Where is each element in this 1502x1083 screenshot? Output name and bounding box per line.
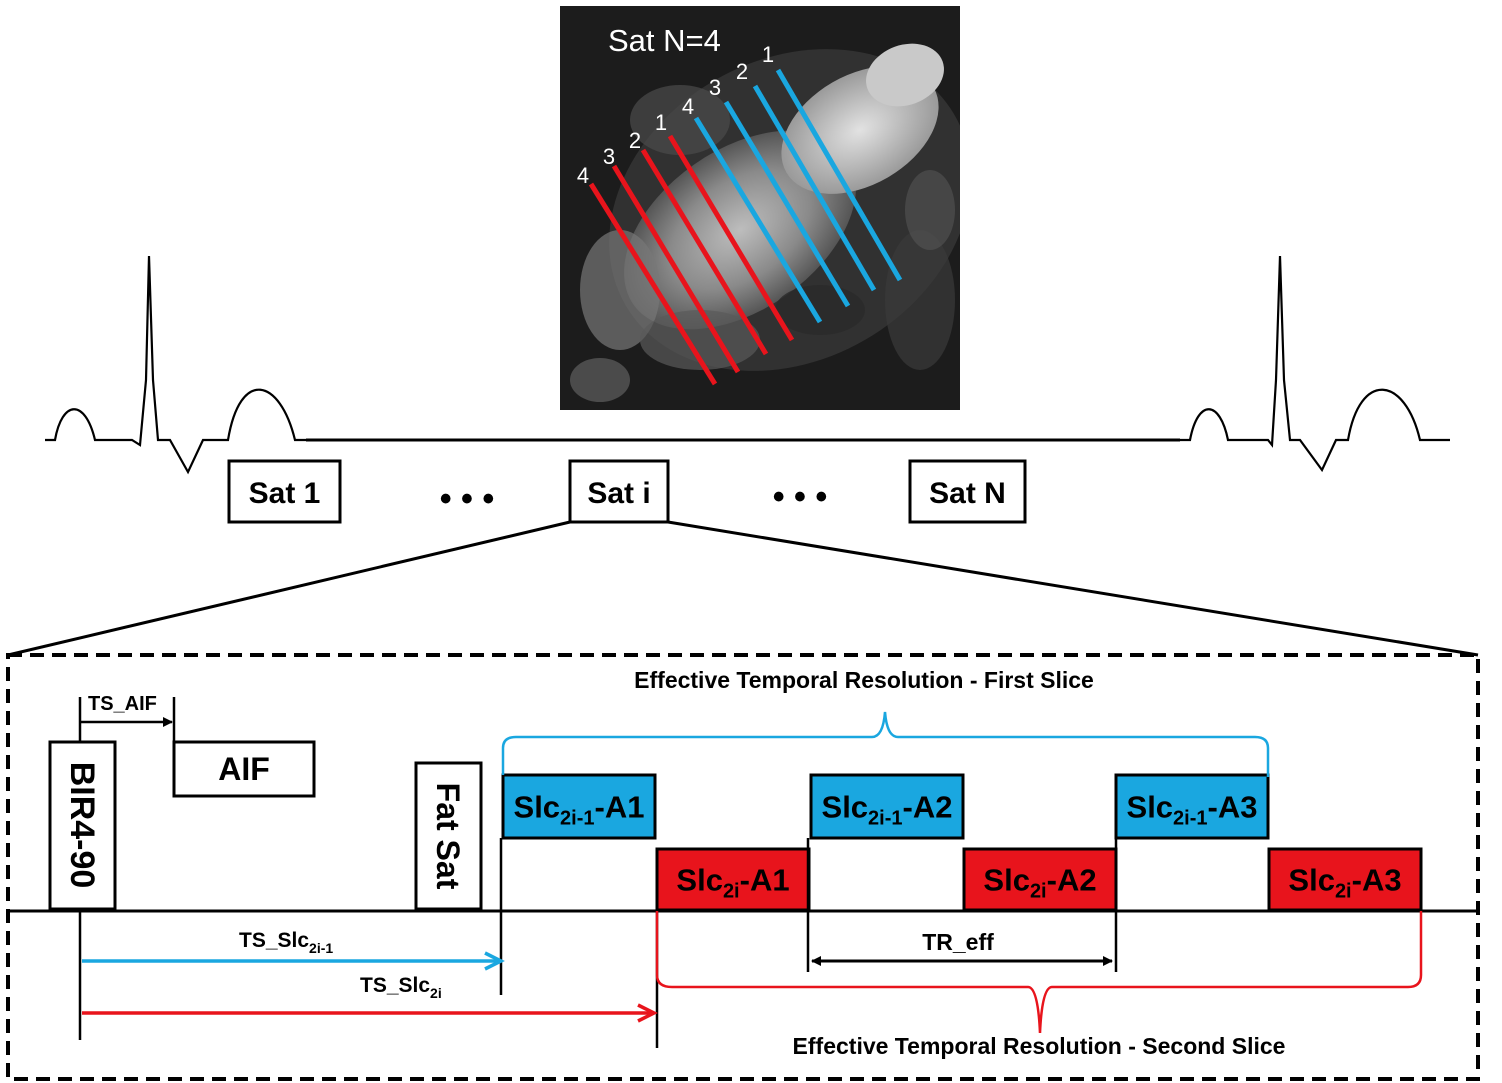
- acquisition-subscript: 2i-1: [1173, 808, 1207, 830]
- fat-sat-label: Fat Sat: [430, 783, 466, 890]
- red-slice-number: 2: [629, 128, 641, 153]
- blue-slice-line: [752, 84, 877, 292]
- bir4-90-block: BIR4-90: [48, 740, 117, 911]
- acquisition-label: Slc2i-A2: [983, 863, 1096, 903]
- ts-slc-second-subscript: 2i: [430, 985, 442, 1001]
- bir4-90-label: BIR4-90: [63, 762, 101, 889]
- ecg-left-beat: [45, 255, 306, 475]
- blue-slice-line: [775, 68, 903, 282]
- ts-slc-first-arrowhead: [484, 951, 505, 971]
- acquisition-label: Slc2i-1-A3: [1127, 790, 1258, 830]
- blue-slice-number: 1: [762, 42, 774, 67]
- red-slice-number: 4: [577, 163, 589, 188]
- blue-slice-number: 4: [682, 94, 694, 119]
- red-slice-line: [667, 134, 795, 342]
- acquisition-subscript: 2i-1: [560, 808, 594, 830]
- acquisition-label: Slc2i-1-A1: [514, 790, 645, 830]
- acquisition-suffix: -A2: [1047, 863, 1097, 898]
- acquisition-label: Slc2i-1-A2: [822, 790, 953, 830]
- ecg-trace: [45, 255, 1450, 475]
- ellipsis-left: • • •: [440, 480, 495, 518]
- ts-slc-first-label: TS_Slc2i-1: [239, 929, 333, 956]
- sat-1-label: Sat 1: [249, 477, 321, 510]
- sat-1-block: Sat 1: [227, 459, 342, 524]
- sat-count-label: Sat N=4: [608, 23, 721, 58]
- acquisition-suffix: -A3: [1208, 790, 1258, 825]
- red-slice-line: [611, 164, 741, 374]
- sat-i-block: Sat i: [568, 459, 670, 524]
- slc-second-a1-block: Slc2i-A1: [655, 847, 811, 912]
- second-slice-brace: [655, 911, 1423, 1034]
- acquisition-prefix: Slc: [983, 863, 1030, 898]
- slc-second-a2-block: Slc2i-A2: [962, 847, 1118, 912]
- acquisition-subscript: 2i: [723, 881, 740, 903]
- first-slice-brace: [501, 711, 1270, 777]
- slc-second-a3-block: Slc2i-A3: [1267, 847, 1423, 912]
- acquisition-suffix: -A1: [595, 790, 645, 825]
- fat-sat-block: Fat Sat: [414, 761, 483, 911]
- slc-first-a2-block: Slc2i-1-A2: [809, 773, 965, 840]
- ecg-right-beat: [1180, 255, 1450, 473]
- blue-slice-line: [723, 100, 851, 308]
- acquisition-prefix: Slc: [514, 790, 561, 825]
- ts-slc-first-prefix: TS_Slc: [239, 929, 309, 952]
- sat-n-label: Sat N: [929, 477, 1006, 510]
- blue-slice-number: 3: [709, 75, 721, 100]
- aif-block: AIF: [172, 740, 316, 798]
- acquisition-prefix: Slc: [676, 863, 723, 898]
- red-slice-line: [640, 148, 769, 356]
- red-slice-number: 3: [603, 144, 615, 169]
- second-slice-title: Effective Temporal Resolution - Second S…: [793, 1033, 1286, 1059]
- zoom-line-right: [667, 520, 1479, 657]
- slc-first-a1-block: Slc2i-1-A1: [501, 773, 657, 840]
- acquisition-suffix: -A2: [903, 790, 953, 825]
- mri-image: [560, 6, 960, 410]
- ts-slc-second-label: TS_Slc2i: [360, 974, 442, 1001]
- blue-slice-line: [693, 116, 823, 324]
- ts-slc-second-arrowhead: [637, 1003, 658, 1023]
- sequence-detail-box: [6, 653, 1480, 1081]
- ellipsis-right: • • •: [773, 478, 828, 516]
- acquisition-subscript: 2i: [1030, 881, 1047, 903]
- tr-eff-label: TR_eff: [922, 929, 994, 955]
- acquisition-label: Slc2i-A3: [1288, 863, 1401, 903]
- aif-label: AIF: [218, 751, 270, 787]
- ts-slc-second-prefix: TS_Slc: [360, 974, 430, 997]
- ts-slc-first-subscript: 2i-1: [309, 940, 333, 956]
- zoom-line-left: [7, 520, 571, 657]
- sat-n-block: Sat N: [908, 459, 1027, 524]
- acquisition-prefix: Slc: [1127, 790, 1174, 825]
- ts-aif-label: TS_AIF: [88, 693, 157, 715]
- acquisition-suffix: -A1: [740, 863, 790, 898]
- sat-i-label: Sat i: [587, 477, 650, 510]
- acquisition-subscript: 2i-1: [868, 808, 902, 830]
- red-slice-number: 1: [655, 110, 667, 135]
- acquisition-label: Slc2i-A1: [676, 863, 789, 903]
- acquisition-suffix: -A3: [1352, 863, 1402, 898]
- first-slice-title: Effective Temporal Resolution - First Sl…: [634, 667, 1094, 693]
- acquisition-prefix: Slc: [1288, 863, 1335, 898]
- red-slice-line: [588, 182, 718, 386]
- slc-first-a3-block: Slc2i-1-A3: [1114, 773, 1270, 840]
- blue-slice-number: 2: [736, 59, 748, 84]
- acquisition-prefix: Slc: [822, 790, 869, 825]
- acquisition-subscript: 2i: [1335, 881, 1352, 903]
